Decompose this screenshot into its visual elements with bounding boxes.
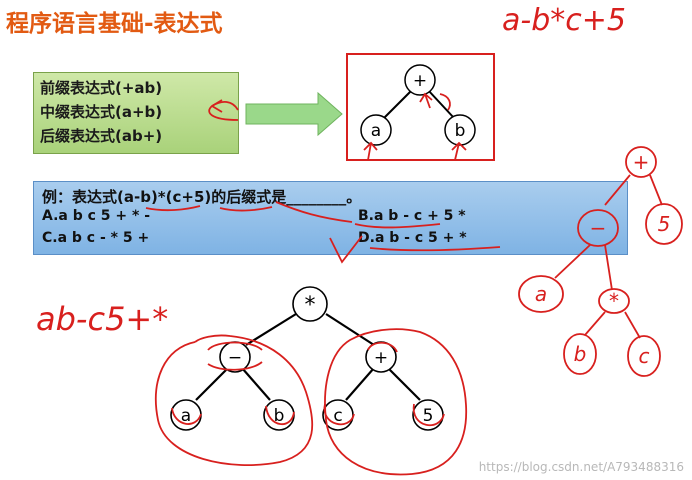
small-tree-root-node: +	[404, 64, 436, 96]
main-tree-plus-label: +	[374, 348, 388, 368]
hw-times-label: *	[609, 289, 619, 313]
small-tree-left-label: a	[371, 121, 381, 141]
main-tree-minus-label: −	[228, 348, 242, 368]
small-tree-left-node: a	[360, 114, 392, 146]
watermark: https://blog.csdn.net/A793488316	[478, 460, 684, 474]
main-tree-5-label: 5	[423, 406, 434, 426]
prefix-notation: 前缀表达式(+ab)	[40, 79, 163, 97]
page-title: 程序语言基础-表达式	[6, 11, 223, 37]
main-tree-minus-node: −	[219, 341, 251, 373]
small-tree-root-label: +	[413, 71, 427, 91]
small-tree-right-node: b	[444, 114, 476, 146]
infix-notation: 中缀表达式(a+b)	[40, 103, 163, 121]
notation-box: 前缀表达式(+ab) 中缀表达式(a+b) 后缀表达式(ab+)	[33, 72, 239, 154]
handwritten-tree-labels: + − 5 a * b c	[535, 150, 671, 368]
main-tree-a-node: a	[170, 399, 202, 431]
main-tree-b-label: b	[274, 406, 285, 426]
question-prompt: 例：表达式(a-b)*(c+5)的后缀式是________。	[42, 188, 362, 206]
main-tree-root-node: *	[292, 286, 328, 322]
option-a: A.a b c 5 + * -	[42, 208, 151, 224]
handwritten-tree-edges	[554, 174, 663, 339]
hw-a-label: a	[535, 282, 547, 306]
main-tree-plus-node: +	[365, 341, 397, 373]
hw-minus-label: −	[590, 216, 607, 240]
small-tree-edge-right	[427, 89, 455, 119]
main-tree-a-label: a	[181, 406, 191, 426]
hw-five-label: 5	[658, 212, 671, 236]
option-d: D.a b - c 5 + *	[358, 230, 467, 246]
small-tree-frame	[346, 53, 495, 161]
small-tree-edge-left	[383, 89, 413, 119]
main-tree-edges	[195, 313, 421, 401]
main-tree-c-label: c	[333, 406, 342, 426]
handwritten-answer: ab-c5+*	[36, 300, 168, 338]
hw-b-label: b	[574, 342, 587, 366]
handwritten-expression: a-b*c+5	[502, 3, 626, 38]
main-tree-c-node: c	[322, 399, 354, 431]
right-arrow-icon	[245, 91, 343, 137]
hw-root-label: +	[633, 150, 650, 174]
option-b: B.a b - c + 5 *	[358, 208, 466, 224]
handwritten-tree-nodes	[518, 146, 683, 377]
small-tree-right-label: b	[455, 121, 466, 141]
option-c: C.a b c - * 5 +	[42, 230, 150, 246]
postfix-notation: 后缀表达式(ab+)	[40, 127, 163, 145]
hw-c-label: c	[639, 344, 650, 368]
main-tree-root-label: *	[305, 293, 316, 318]
small-tree-traversal-marks	[208, 92, 467, 161]
question-underlines	[145, 201, 501, 264]
main-tree-handwritten-loops	[154, 328, 468, 476]
